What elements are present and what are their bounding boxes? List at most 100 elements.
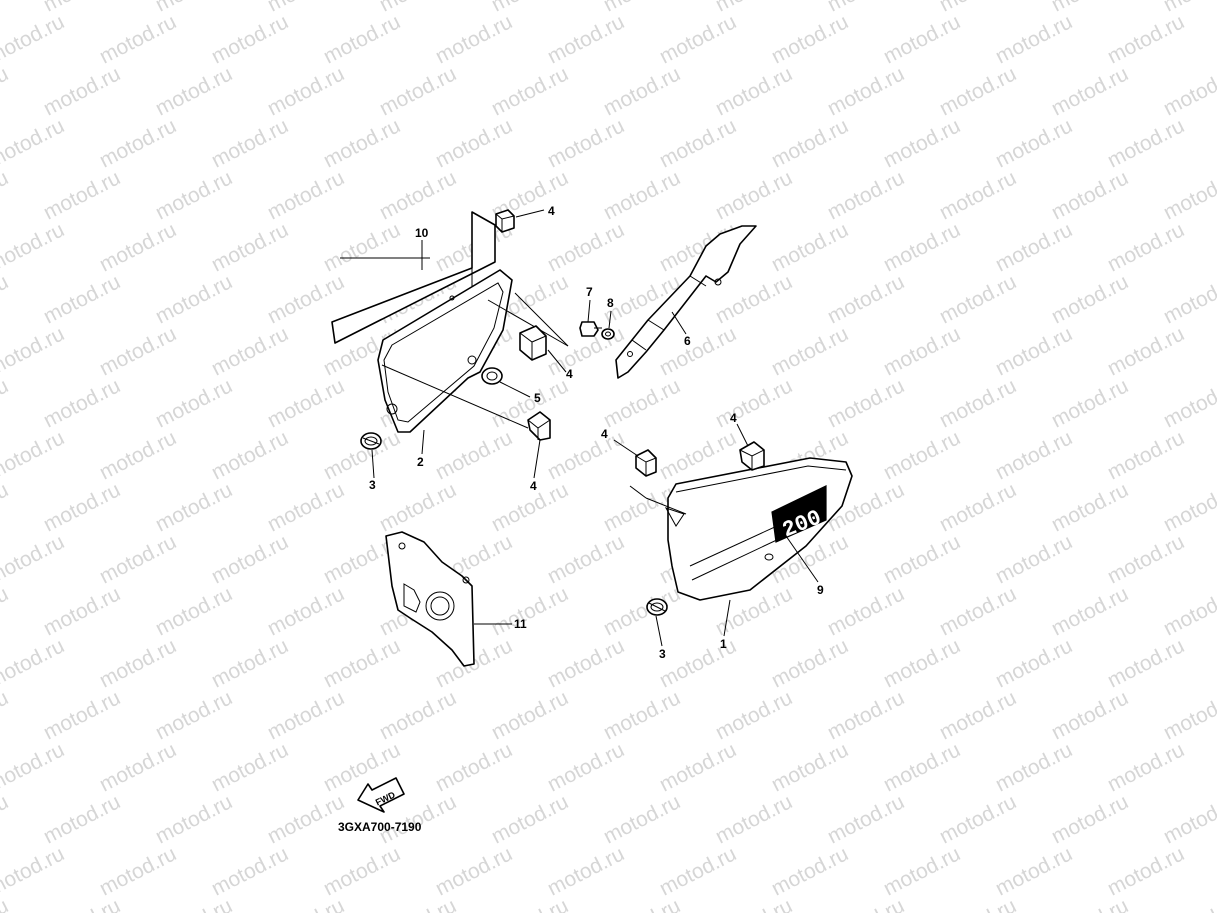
watermark-text: motod.ru [0,530,68,588]
watermark-text: motod.ru [40,686,124,744]
watermark-text: motod.ru [376,478,460,536]
watermark-text: motod.ru [544,114,628,172]
watermark-text: motod.ru [712,894,796,913]
watermark-text: motod.ru [0,218,68,276]
part-11-plate [385,531,475,667]
watermark-text: motod.ru [208,426,292,484]
watermark-text: motod.ru [1160,582,1217,640]
diagram-code: 3GXA700-7190 [338,820,422,834]
watermark-text: motod.ru [432,738,516,796]
watermark-text: motod.ru [936,894,1020,913]
callouts: 4 10 4 5 3 2 4 7 8 6 4 4 9 1 3 11 [369,204,824,661]
watermark-text: motod.ru [544,634,628,692]
watermark-text: motod.ru [880,218,964,276]
part-7-bolt [579,321,602,337]
watermark-text: motod.ru [1048,374,1132,432]
watermark-text: motod.ru [656,634,740,692]
watermark-text: motod.ru [992,842,1076,900]
callout-4-right-b: 4 [730,411,737,425]
watermark-text: motod.ru [152,62,236,120]
watermark-text: motod.ru [0,790,12,848]
watermark-text: motod.ru [264,790,348,848]
watermark-text: motod.ru [656,114,740,172]
watermark-text: motod.ru [1104,634,1188,692]
watermark-text: motod.ru [880,738,964,796]
watermark-text: motod.ru [712,686,796,744]
watermark-text: motod.ru [488,894,572,913]
watermark-text: motod.ru [1160,790,1217,848]
watermark-text: motod.ru [0,634,68,692]
watermark-text: motod.ru [152,374,236,432]
watermark-text: motod.ru [0,894,12,913]
watermark-text: motod.ru [1160,894,1217,913]
watermark-text: motod.ru [992,218,1076,276]
watermark-text: motod.ru [0,686,12,744]
watermark-text: motod.ru [0,582,12,640]
watermark-text: motod.ru [880,114,964,172]
watermark-text: motod.ru [320,114,404,172]
watermark-text: motod.ru [488,62,572,120]
watermark-text: motod.ru [320,426,404,484]
watermark-text: motod.ru [936,374,1020,432]
watermark-text: motod.ru [880,322,964,380]
watermark-text: motod.ru [1104,530,1188,588]
watermark-text: motod.ru [880,426,964,484]
watermark-text: motod.ru [208,322,292,380]
watermark-text: motod.ru [152,166,236,224]
watermark-text: motod.ru [880,530,964,588]
watermark-text: motod.ru [936,582,1020,640]
watermark-text: motod.ru [264,270,348,328]
watermark-text: motod.ru [1048,790,1132,848]
watermark-text: motod.ru [96,114,180,172]
part-4-clip-middle [519,325,547,361]
watermark-text: motod.ru [264,582,348,640]
watermark-text: motod.ru [1160,62,1217,120]
watermark-text: motod.ru [208,738,292,796]
callout-8: 8 [607,296,614,310]
watermark-text: motod.ru [824,582,908,640]
watermark-text: motod.ru [0,478,12,536]
watermark-text: motod.ru [264,166,348,224]
watermark-text: motod.ru [712,790,796,848]
watermark-text: motod.ru [1104,842,1188,900]
watermark-text: motod.ru [432,10,516,68]
fwd-arrow-icon: FWD [357,777,405,813]
watermark-text: motod.ru [992,10,1076,68]
part-4-clip-lower [527,411,551,441]
part-8-washer [601,328,615,340]
watermark-text: motod.ru [656,738,740,796]
part-4-clip-top [495,209,515,233]
watermark-text: motod.ru [1048,478,1132,536]
watermark-text: motod.ru [712,270,796,328]
watermark-text: motod.ru [40,374,124,432]
watermark-text: motod.ru [768,218,852,276]
watermark-text: motod.ru [880,10,964,68]
watermark-text: motod.ru [1160,478,1217,536]
watermark-text: motod.ru [0,270,12,328]
watermark-text: motod.ru [208,634,292,692]
watermark-text: motod.ru [712,166,796,224]
watermark-text: motod.ru [40,894,124,913]
watermark-text: motod.ru [152,790,236,848]
watermark-text: motod.ru [432,842,516,900]
watermark-text: motod.ru [544,738,628,796]
callout-10: 10 [415,226,429,240]
callout-7: 7 [586,285,593,299]
watermark-text: motod.ru [0,10,68,68]
callout-4-right-a: 4 [601,427,608,441]
part-6-bracket [615,225,757,379]
callout-4-top: 4 [548,204,555,218]
watermark-text: motod.ru [1048,62,1132,120]
part-5-grommet [481,367,503,385]
watermark-text: motod.ru [936,270,1020,328]
watermark-text: motod.ru [992,530,1076,588]
watermark-text: motod.ru [152,894,236,913]
watermark-text: motod.ru [600,894,684,913]
callout-4-lower: 4 [530,479,537,493]
watermark-text: motod.ru [1104,218,1188,276]
watermark-text: motod.ru [152,582,236,640]
watermark-text: motod.ru [376,894,460,913]
watermark-text: motod.ru [1160,686,1217,744]
